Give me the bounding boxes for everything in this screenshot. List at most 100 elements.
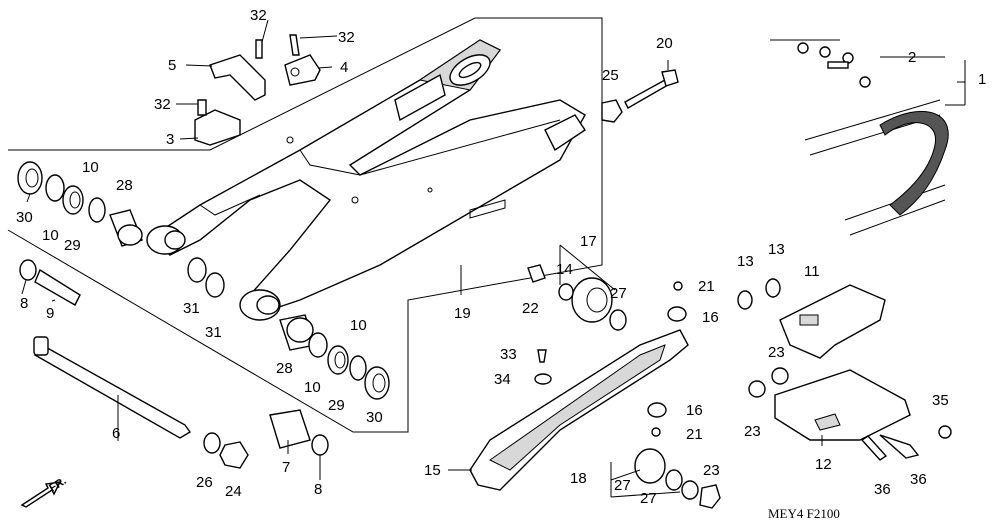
callout-35: 35: [932, 392, 949, 409]
callout-5: 5: [168, 57, 176, 74]
callout-32: 32: [154, 96, 171, 113]
callout-20: 20: [656, 35, 673, 52]
callout-31: 31: [183, 300, 200, 317]
callout-28: 28: [116, 177, 133, 194]
nut-23a: [699, 484, 721, 509]
callout-23: 23: [703, 462, 720, 479]
collar-9: [34, 268, 81, 306]
chain-guide-11: [779, 284, 886, 359]
bracket-3: [194, 109, 241, 146]
callout-6: 6: [112, 425, 120, 442]
callout-24: 24: [225, 483, 242, 500]
roller-17: [571, 277, 613, 323]
collar-13b: [765, 278, 781, 298]
callout-27: 27: [614, 477, 631, 494]
front-arrow-icon: FR.: [20, 475, 69, 508]
leader-lines: [21, 19, 966, 498]
washer-10d: [349, 355, 367, 381]
callout-29: 29: [328, 397, 345, 414]
callout-7: 7: [282, 459, 290, 476]
chain-slider-15: [469, 329, 689, 491]
callout-31: 31: [205, 324, 222, 341]
callout-17: 17: [580, 233, 597, 250]
callout-15: 15: [424, 462, 441, 479]
callout-27: 27: [640, 490, 657, 507]
callout-36: 36: [910, 471, 927, 488]
bearing-31b: [205, 272, 225, 298]
washer-8b: [311, 434, 329, 456]
washer-10b: [88, 197, 106, 223]
callout-10: 10: [304, 379, 321, 396]
bushing-28b: [279, 314, 316, 351]
collar-13a: [737, 290, 753, 310]
callout-29: 29: [64, 237, 81, 254]
group-frame-lines: [7, 17, 603, 433]
bearing-31a: [187, 257, 207, 283]
callout-2: 2: [908, 49, 916, 66]
callout-labels: 32 32 5 4 32 3 20 25 2 1 10 28 30 10 29 …: [16, 7, 986, 507]
callout-21: 21: [686, 426, 703, 443]
callout-13: 13: [768, 241, 785, 258]
callout-22: 22: [522, 300, 539, 317]
collar-27c: [681, 480, 699, 500]
collar-27b: [665, 469, 683, 491]
callout-25: 25: [602, 67, 619, 84]
callout-3: 3: [166, 131, 174, 148]
callout-19: 19: [454, 305, 471, 322]
callout-16: 16: [702, 309, 719, 326]
callout-30: 30: [366, 409, 383, 426]
bolt-20: [624, 69, 679, 109]
callout-8: 8: [20, 295, 28, 312]
nut-25: [601, 99, 623, 123]
callout-12: 12: [815, 456, 832, 473]
drive-chain: [770, 39, 949, 236]
guide-plate-12: [774, 369, 911, 441]
bracket-5: [209, 54, 266, 101]
diagram-code: MEY4 F2100: [768, 506, 840, 521]
washer-8a: [19, 259, 37, 281]
screw-33: [537, 349, 547, 363]
callout-32: 32: [338, 29, 355, 46]
nut-24: [219, 441, 249, 469]
callout-27: 27: [610, 285, 627, 302]
washer-16b: [647, 402, 667, 418]
bushing-28a: [109, 209, 143, 247]
clamp-4: [284, 54, 321, 86]
callout-33: 33: [500, 346, 517, 363]
callout-4: 4: [340, 59, 348, 76]
washer-10a: [45, 174, 65, 202]
callout-21: 21: [698, 278, 715, 295]
bolt-36b: [879, 434, 920, 459]
bolt-22: [527, 264, 546, 283]
collar-14: [558, 283, 574, 301]
seal-30b: [364, 366, 390, 400]
collar-7: [269, 409, 311, 449]
callout-36: 36: [874, 481, 891, 498]
washer-26: [203, 432, 221, 454]
callout-1: 1: [978, 71, 986, 88]
callout-28: 28: [276, 360, 293, 377]
bolt-32b: [289, 34, 300, 56]
pivot-axle: [33, 336, 192, 439]
callout-8: 8: [314, 481, 322, 498]
nut-23c: [748, 380, 766, 398]
callout-23: 23: [744, 423, 761, 440]
callout-26: 26: [196, 474, 213, 491]
bearing-29a: [62, 185, 84, 215]
bolt-32a: [255, 39, 263, 59]
swingarm: [146, 39, 586, 321]
bolt-21a: [673, 281, 683, 291]
nut-23b: [771, 367, 789, 385]
callout-16: 16: [686, 402, 703, 419]
callout-10: 10: [82, 159, 99, 176]
seal-30a: [17, 161, 43, 195]
callout-11: 11: [804, 263, 820, 280]
washer-10c: [308, 332, 328, 358]
collar-27a: [609, 309, 627, 331]
bolt-35: [938, 425, 952, 439]
callout-34: 34: [494, 371, 511, 388]
callout-13: 13: [737, 253, 754, 270]
bearing-29b: [327, 345, 349, 375]
